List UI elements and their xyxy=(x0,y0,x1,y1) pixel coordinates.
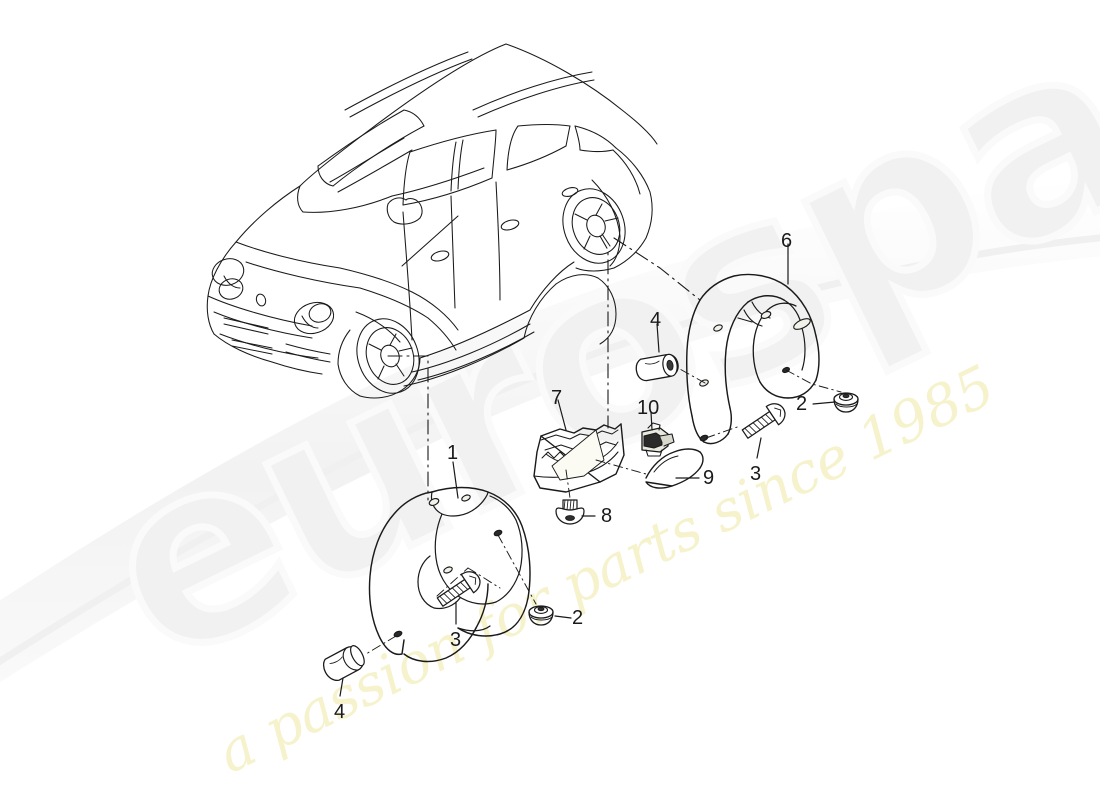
callout-lines xyxy=(387,235,701,501)
watermark-swoosh xyxy=(0,180,1100,683)
leader-nut-front xyxy=(497,534,537,605)
part-label-9[interactable]: 9 xyxy=(703,467,715,489)
fastener-screw-deflector xyxy=(555,499,585,525)
callout-rear-wheel-liner xyxy=(613,237,701,301)
leader-screw-rear xyxy=(705,425,741,439)
part-label-10[interactable]: 10 xyxy=(637,397,660,419)
stub-4-front xyxy=(339,677,344,697)
stub-3-rear xyxy=(756,437,762,459)
leader-screw-deflector xyxy=(565,469,571,499)
leader-screw-front-b xyxy=(436,567,469,597)
leader-screw-front-a xyxy=(467,567,501,589)
liner-hole xyxy=(699,434,709,442)
callout-rear-wheel-deflector xyxy=(599,235,609,429)
part-label-3-front[interactable]: 3 xyxy=(450,629,462,651)
liner-hole xyxy=(443,566,453,574)
part-label-1[interactable]: 1 xyxy=(447,442,459,464)
stub-4-rear xyxy=(656,323,660,353)
part-retaining-clip xyxy=(641,422,675,457)
liner-hole xyxy=(461,494,471,502)
fastener-screw-rear xyxy=(741,403,786,439)
stub-10 xyxy=(650,411,653,431)
fastener-plug-front xyxy=(322,645,365,681)
fastener-nut-rear xyxy=(833,392,859,413)
fastener-plug-rear xyxy=(635,353,679,382)
liner-hole xyxy=(713,324,723,332)
fastener-leader-lines xyxy=(365,367,842,655)
liner-hole xyxy=(760,311,772,319)
stub-1 xyxy=(452,461,459,499)
fastener-screw-front xyxy=(436,571,481,607)
part-label-6[interactable]: 6 xyxy=(781,230,793,252)
part-label-2-front[interactable]: 2 xyxy=(572,607,584,629)
stub-2-front xyxy=(554,615,572,619)
liner-slot xyxy=(793,318,811,330)
leader-plug-front xyxy=(365,635,397,655)
fastener-nut-front xyxy=(528,605,554,626)
liner-hole xyxy=(393,630,403,638)
callout-front-wheel xyxy=(387,355,429,501)
leader-plug-rear xyxy=(677,367,706,384)
leader-nut-rear xyxy=(785,369,842,393)
stub-7 xyxy=(557,399,567,431)
leader-trim-strip xyxy=(595,459,647,475)
part-label-4-rear[interactable]: 4 xyxy=(650,309,662,331)
stub-2-rear xyxy=(812,401,836,405)
vehicle-outline xyxy=(206,43,658,399)
label-leader-stubs xyxy=(339,243,836,697)
part-rear-wheel-housing-liner xyxy=(686,273,820,445)
liner-hole xyxy=(493,529,503,537)
part-label-8[interactable]: 8 xyxy=(601,505,613,527)
part-front-wheel-housing-liner xyxy=(368,486,531,663)
part-label-7[interactable]: 7 xyxy=(551,387,563,409)
part-label-3-rear[interactable]: 3 xyxy=(750,463,762,485)
part-label-4-front[interactable]: 4 xyxy=(334,701,346,723)
part-label-2-rear[interactable]: 2 xyxy=(796,393,808,415)
liner-hole xyxy=(428,498,440,506)
part-air-deflector-spoiler xyxy=(533,423,625,493)
